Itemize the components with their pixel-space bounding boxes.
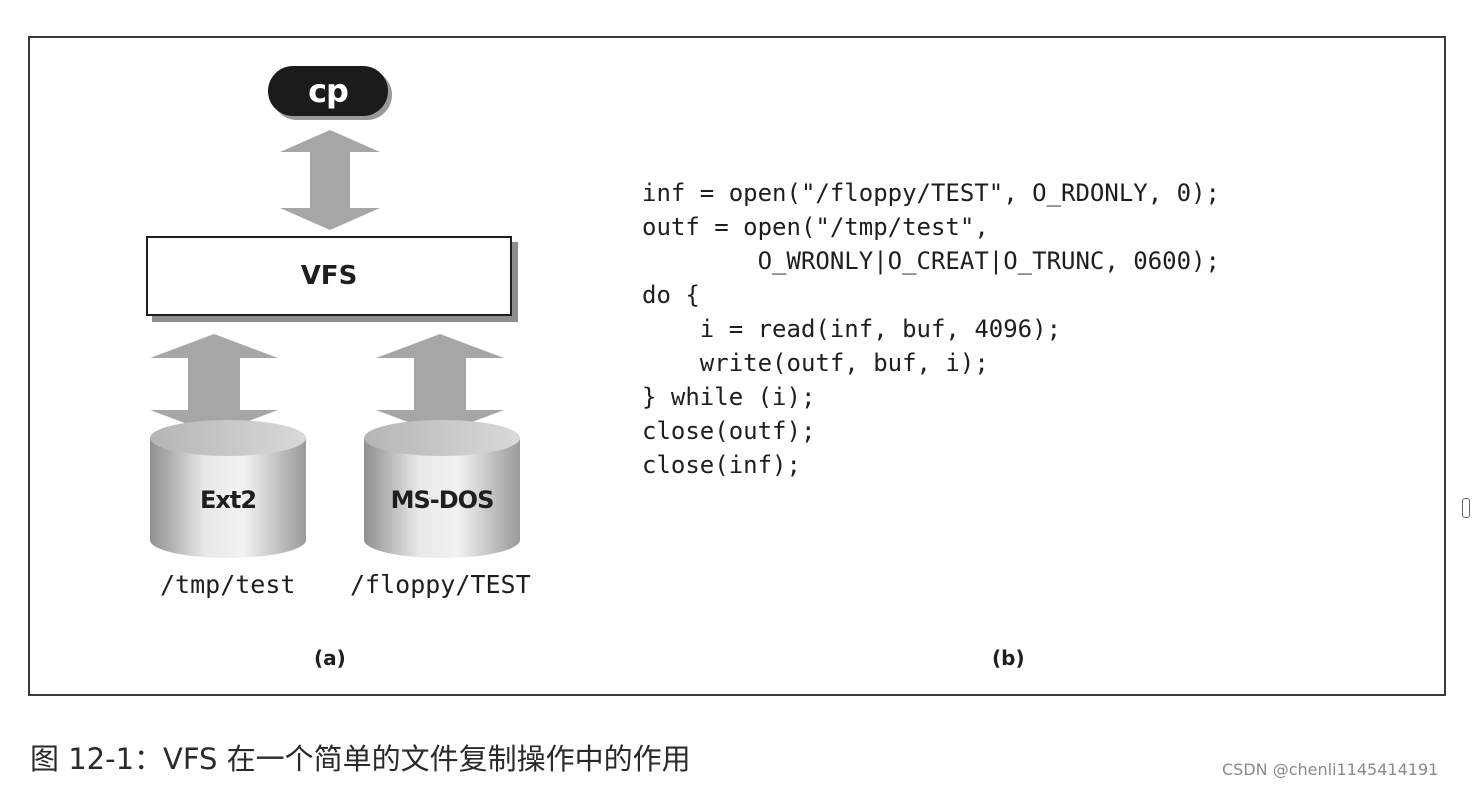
ext2-disk-label: Ext2 (199, 486, 257, 514)
code-line: close(outf); (642, 417, 816, 445)
scroll-edge-marker (1462, 498, 1470, 518)
msdos-disk-icon (364, 420, 520, 558)
code-listing: inf = open("/floppy/TEST", O_RDONLY, 0);… (642, 176, 1220, 482)
code-line: write(outf, buf, i); (642, 349, 989, 377)
code-line: inf = open("/floppy/TEST", O_RDONLY, 0); (642, 179, 1220, 207)
figure-frame (28, 36, 1446, 696)
cp-process-node: cp (268, 66, 388, 116)
watermark: CSDN @chenli1145414191 (1222, 760, 1439, 779)
figure-caption: 图 12-1：VFS 在一个简单的文件复制操作中的作用 (30, 742, 691, 776)
code-line: close(inf); (642, 451, 801, 479)
code-line: i = read(inf, buf, 4096); (642, 315, 1062, 343)
code-line: O_WRONLY|O_CREAT|O_TRUNC, 0600); (642, 247, 1220, 275)
code-line: do { (642, 281, 700, 309)
double-arrow-vfs-msdos (376, 334, 504, 434)
msdos-disk-label: MS-DOS (390, 486, 495, 514)
code-line: } while (i); (642, 383, 816, 411)
ext2-disk-icon (150, 420, 306, 558)
panel-caption-b: (b) (992, 646, 1025, 670)
msdos-path-label: /floppy/TEST (350, 570, 531, 599)
double-arrow-vfs-ext2 (150, 334, 278, 434)
panel-caption-a: (a) (314, 646, 346, 670)
code-line: outf = open("/tmp/test", (642, 213, 989, 241)
double-arrow-cp-vfs (280, 130, 380, 230)
ext2-path-label: /tmp/test (160, 570, 296, 599)
vfs-layer-box: VFS (146, 236, 512, 316)
